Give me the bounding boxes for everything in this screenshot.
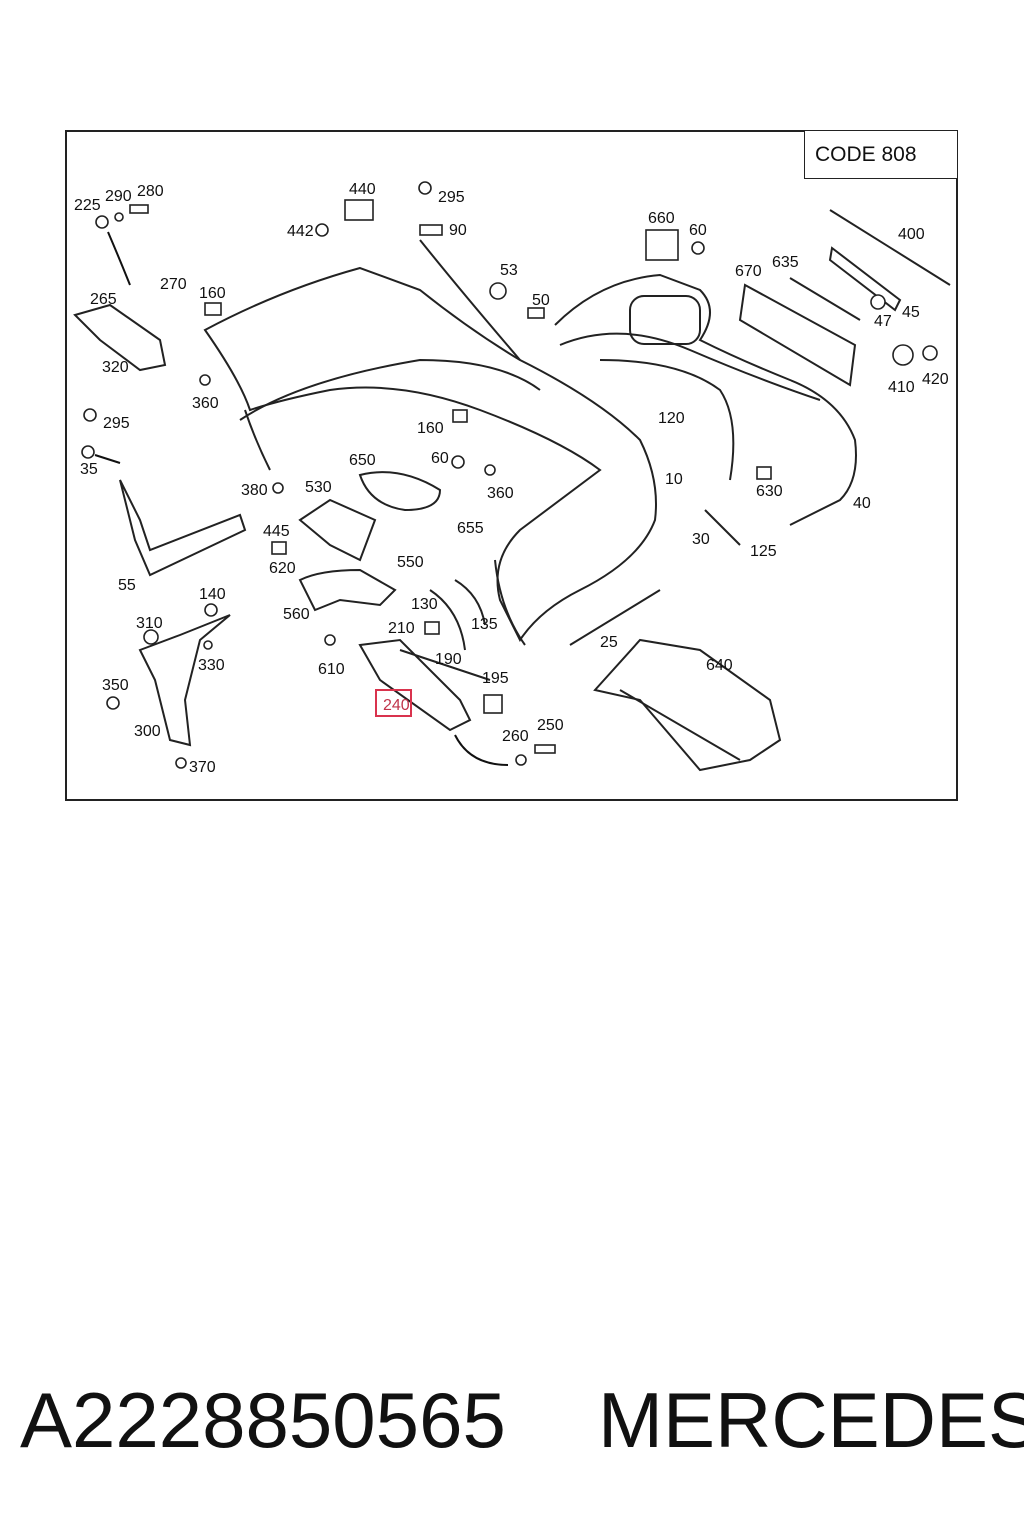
- fastener-drawings: [81, 181, 938, 769]
- label-650: 650: [349, 452, 376, 469]
- label-160b: 160: [417, 420, 444, 437]
- label-240-highlighted: 240: [383, 697, 410, 714]
- label-380: 380: [241, 482, 268, 499]
- highlight-box: [375, 689, 412, 717]
- label-47: 47: [874, 313, 892, 330]
- label-25: 25: [600, 634, 618, 651]
- label-560: 560: [283, 606, 310, 623]
- label-120: 120: [658, 410, 685, 427]
- label-260: 260: [502, 728, 529, 745]
- label-440: 440: [349, 181, 376, 198]
- label-330: 330: [198, 657, 225, 674]
- label-130: 130: [411, 596, 438, 613]
- code-808-box: CODE 808: [804, 130, 958, 179]
- label-310: 310: [136, 615, 163, 632]
- label-655: 655: [457, 520, 484, 537]
- label-90: 90: [449, 222, 467, 239]
- label-40: 40: [853, 495, 871, 512]
- label-420: 420: [922, 371, 949, 388]
- brand-name: MERCEDES: [598, 1376, 1024, 1464]
- label-410: 410: [888, 379, 915, 396]
- label-10: 10: [665, 471, 683, 488]
- part-number: A2228850565: [20, 1376, 506, 1464]
- label-265: 265: [90, 291, 117, 308]
- code-label: CODE 808: [815, 143, 917, 166]
- bumper-cover-drawing: [203, 266, 657, 646]
- label-250: 250: [537, 717, 564, 734]
- label-660: 660: [648, 210, 675, 227]
- label-295: 295: [438, 189, 465, 206]
- label-135: 135: [471, 616, 498, 633]
- label-30: 30: [692, 531, 710, 548]
- label-140: 140: [199, 586, 226, 603]
- label-53: 53: [500, 262, 518, 279]
- label-190: 190: [435, 651, 462, 668]
- label-360b: 360: [487, 485, 514, 502]
- label-35: 35: [80, 461, 98, 478]
- label-125: 125: [750, 543, 777, 560]
- label-210: 210: [388, 620, 415, 637]
- label-610: 610: [318, 661, 345, 678]
- label-630: 630: [756, 483, 783, 500]
- label-270: 270: [160, 276, 187, 293]
- lower-panel-drawing: [593, 638, 782, 772]
- strip-drawings: [399, 209, 951, 681]
- diagram-frame: [65, 130, 958, 801]
- label-60: 60: [689, 222, 707, 239]
- label-550: 550: [397, 554, 424, 571]
- bracket-drawings: [73, 303, 472, 747]
- label-370: 370: [189, 759, 216, 776]
- label-300: 300: [134, 723, 161, 740]
- label-50: 50: [532, 292, 550, 309]
- part-labels: 225 290 280 440 295 442 90 660 60 400 27…: [74, 181, 949, 776]
- label-670: 670: [735, 263, 762, 280]
- label-442: 442: [287, 223, 314, 240]
- label-290: 290: [105, 188, 132, 205]
- label-320: 320: [102, 359, 129, 376]
- label-45: 45: [902, 304, 920, 321]
- label-60b: 60: [431, 450, 449, 467]
- label-295b: 295: [103, 415, 130, 432]
- label-445: 445: [263, 523, 290, 540]
- label-640: 640: [706, 657, 733, 674]
- label-400: 400: [898, 226, 925, 243]
- label-160: 160: [199, 285, 226, 302]
- label-620: 620: [269, 560, 296, 577]
- label-280: 280: [137, 183, 164, 200]
- rear-diffuser-drawing: [554, 273, 857, 526]
- label-225: 225: [74, 197, 101, 214]
- label-635: 635: [772, 254, 799, 271]
- label-195: 195: [482, 670, 509, 687]
- label-350: 350: [102, 677, 129, 694]
- label-530: 530: [305, 479, 332, 496]
- label-55: 55: [118, 577, 136, 594]
- label-360a: 360: [192, 395, 219, 412]
- footer-caption: A2228850565 MERCEDES: [20, 1370, 1024, 1470]
